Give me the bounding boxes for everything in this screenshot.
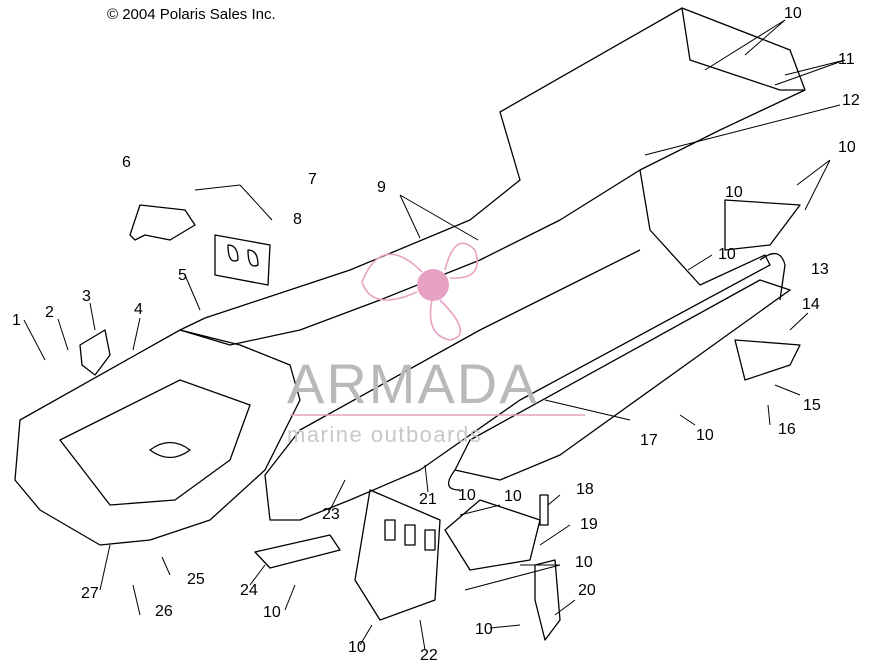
part-14	[734, 339, 801, 381]
callout-label: 12	[842, 92, 860, 109]
callout-label: 10	[263, 604, 281, 621]
callout-label: 2	[45, 304, 54, 321]
tunnel-outline	[179, 7, 806, 346]
part-6	[129, 204, 196, 241]
propeller-watermark	[361, 242, 478, 341]
part-19	[444, 499, 541, 571]
callout-label: 22	[420, 647, 438, 664]
callout-label: 15	[803, 397, 821, 414]
callout-label: 1	[12, 312, 21, 329]
callout-label: 10	[458, 487, 476, 504]
callout-label: 10	[575, 554, 593, 571]
callout-label: 16	[778, 421, 796, 438]
part-13	[724, 199, 801, 251]
leader-lines	[23, 19, 846, 651]
callout-label: 9	[377, 179, 386, 196]
callout-label: 10	[784, 5, 802, 22]
callout-label: 6	[122, 154, 131, 171]
callout-label: 4	[134, 301, 143, 318]
bulkhead-outline	[14, 329, 301, 546]
callout-label: 21	[419, 491, 437, 508]
rail-tube	[448, 253, 786, 491]
callout-label: 13	[811, 261, 829, 278]
callout-label: 10	[504, 488, 522, 505]
callout-label: 3	[82, 288, 91, 305]
tunnel-side-wall	[264, 169, 771, 521]
callout-label: 24	[240, 582, 258, 599]
callout-label: 17	[640, 432, 658, 449]
callout-label: 10	[696, 427, 714, 444]
part-3	[79, 329, 111, 376]
callout-label: 11	[838, 51, 855, 68]
callout-label: 19	[580, 516, 598, 533]
callout-label: 25	[187, 571, 205, 588]
callout-label: 10	[838, 139, 856, 156]
callout-label: 5	[178, 267, 187, 284]
part-24	[254, 534, 341, 569]
callout-label: 10	[348, 639, 366, 656]
callout-label: 26	[155, 603, 173, 620]
bulkhead-hole	[149, 441, 191, 459]
callout-label: 7	[308, 171, 317, 188]
watermark-subtitle: marine outboards	[287, 422, 483, 447]
callout-label: 18	[576, 481, 594, 498]
part-20	[534, 559, 561, 641]
callout-label: 10	[718, 246, 736, 263]
part-22	[354, 489, 441, 621]
callout-label: 23	[322, 506, 340, 523]
copyright-text: © 2004 Polaris Sales Inc.	[107, 6, 276, 23]
bulkhead-inner	[59, 379, 251, 506]
tunnel-rear-rail	[681, 7, 805, 91]
callout-label: 10	[725, 184, 743, 201]
callout-label: 10	[475, 621, 493, 638]
watermark-title: ARMADA	[287, 352, 539, 415]
part-8	[214, 234, 271, 286]
callout-label: 27	[81, 585, 99, 602]
callout-label: 14	[802, 296, 820, 313]
part-18	[539, 494, 549, 526]
callout-label: 20	[578, 582, 596, 599]
callout-label: 8	[293, 211, 302, 228]
